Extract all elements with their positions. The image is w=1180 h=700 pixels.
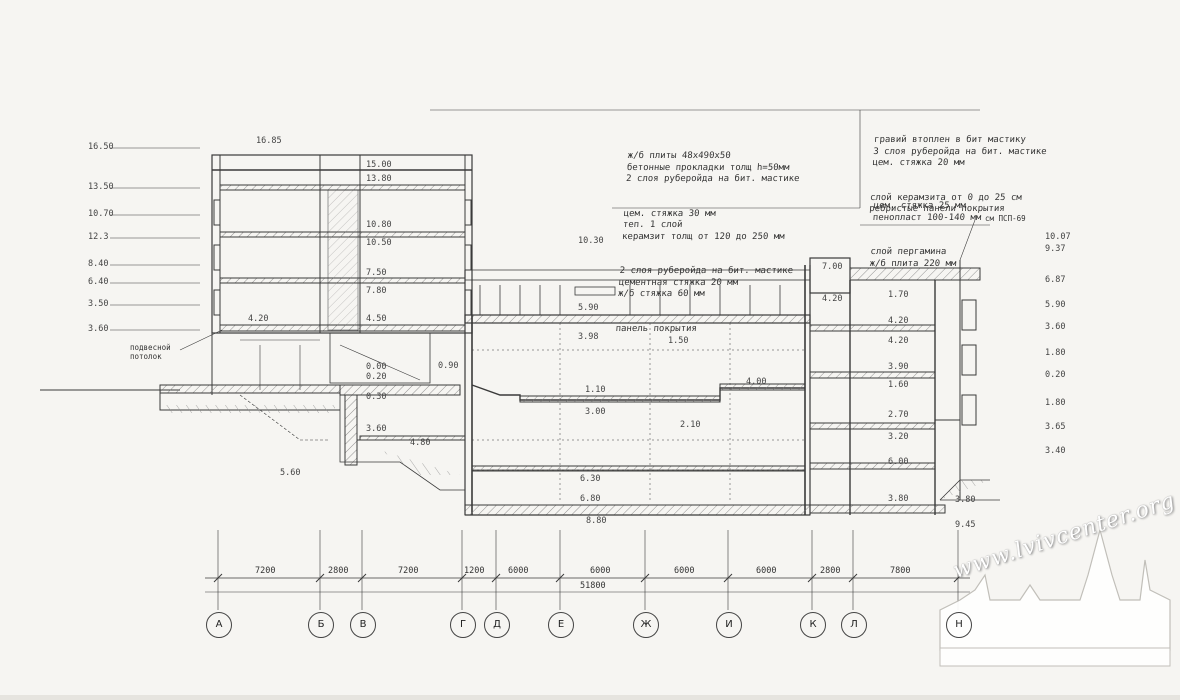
span-dimension: 7800 [890, 566, 911, 576]
elevation-mark: 3.80 [955, 495, 976, 505]
grid-axis-bubble: Б [308, 612, 334, 638]
elevation-mark: 1.50 [668, 336, 689, 346]
elevation-mark: 0.00 [366, 362, 387, 372]
elevation-mark: 3.98 [578, 332, 599, 342]
elevation-mark: 4.20 [248, 314, 269, 324]
elevation-mark: 0.30 [366, 392, 387, 402]
elevation-mark: 4.20 [888, 336, 909, 346]
level-mark: 1.80 [1045, 398, 1066, 408]
elevation-mark: 16.85 [256, 136, 282, 146]
span-dimension: 1200 [464, 566, 485, 576]
grid-axis-bubble: Л [841, 612, 867, 638]
elevation-mark: 5.60 [280, 468, 301, 478]
span-dimension: 6000 [674, 566, 695, 576]
level-mark: 3.40 [1045, 446, 1066, 456]
elevation-mark: 0.20 [366, 372, 387, 382]
elevation-mark: 3.20 [888, 432, 909, 442]
grid-axis-bubble: Е [548, 612, 574, 638]
reference-callout: см ПСП-69 [985, 214, 1026, 223]
elevation-mark: 3.00 [585, 407, 606, 417]
elevation-mark: 6.80 [580, 494, 601, 504]
grid-axis-bubble: В [350, 612, 376, 638]
elevation-mark: 9.45 [955, 520, 976, 530]
level-mark: 1.80 [1045, 348, 1066, 358]
level-mark: 3.60 [88, 324, 109, 334]
span-dimension: 6000 [590, 566, 611, 576]
elevation-mark: 7.00 [822, 262, 843, 272]
elevation-mark: 6.30 [580, 474, 601, 484]
watermark-logo [939, 527, 1171, 667]
span-dimension: 2800 [328, 566, 349, 576]
span-dimension: 6000 [756, 566, 777, 576]
elevation-mark: 10.50 [366, 238, 392, 248]
elevation-mark: 1.60 [888, 380, 909, 390]
level-mark: 10.07 [1045, 232, 1071, 242]
elevation-mark: 15.00 [366, 160, 392, 170]
elevation-mark: 10.30 [578, 236, 604, 246]
level-mark: 5.90 [1045, 300, 1066, 310]
grid-axis-bubble: Г [450, 612, 476, 638]
grid-axis-bubble: А [206, 612, 232, 638]
level-mark: 16.50 [88, 142, 114, 152]
elevation-mark: 5.90 [578, 303, 599, 313]
suspended-ceiling-label: подвесной потолок [130, 343, 171, 361]
span-dimension: 7200 [255, 566, 276, 576]
level-mark: 12.3 [88, 232, 109, 242]
elevation-mark: 1.10 [585, 385, 606, 395]
level-mark: 0.20 [1045, 370, 1066, 380]
elevation-mark: 3.80 [888, 494, 909, 504]
grid-axis-bubble: Н [946, 612, 972, 638]
grid-axis-bubble: К [800, 612, 826, 638]
elevation-mark: 1.70 [888, 290, 909, 300]
elevation-mark: 8.80 [586, 516, 607, 526]
span-dimension: 2800 [820, 566, 841, 576]
elevation-mark: 6.00 [888, 457, 909, 467]
span-dimension: 6000 [508, 566, 529, 576]
level-mark: 8.40 [88, 259, 109, 269]
level-mark: 6.87 [1045, 275, 1066, 285]
elevation-mark: 4.20 [822, 294, 843, 304]
level-mark: 9.37 [1045, 244, 1066, 254]
level-mark: 3.60 [1045, 322, 1066, 332]
level-mark: 3.50 [88, 299, 109, 309]
span-dimension: 7200 [398, 566, 419, 576]
elevation-mark: 3.90 [888, 362, 909, 372]
elevation-mark: 4.80 [410, 438, 431, 448]
grid-axis-bubble: Д [484, 612, 510, 638]
elevation-mark: 4.50 [366, 314, 387, 324]
level-mark: 6.40 [88, 277, 109, 287]
total-dimension: 51800 [580, 581, 606, 591]
elevation-mark: 13.80 [366, 174, 392, 184]
elevation-mark: 4.20 [888, 316, 909, 326]
elevation-mark: 2.10 [680, 420, 701, 430]
elevation-mark: 10.80 [366, 220, 392, 230]
elevation-mark: 0.90 [438, 361, 459, 371]
level-mark: 3.65 [1045, 422, 1066, 432]
elevation-mark: 7.50 [366, 268, 387, 278]
grid-axis-bubble: И [716, 612, 742, 638]
grid-axis-bubble: Ж [633, 612, 659, 638]
elevation-mark: 4.00 [746, 377, 767, 387]
level-mark: 10.70 [88, 209, 114, 219]
level-mark: 13.50 [88, 182, 114, 192]
elevation-mark: 3.60 [366, 424, 387, 434]
elevation-mark: 7.80 [366, 286, 387, 296]
elevation-mark: 2.70 [888, 410, 909, 420]
